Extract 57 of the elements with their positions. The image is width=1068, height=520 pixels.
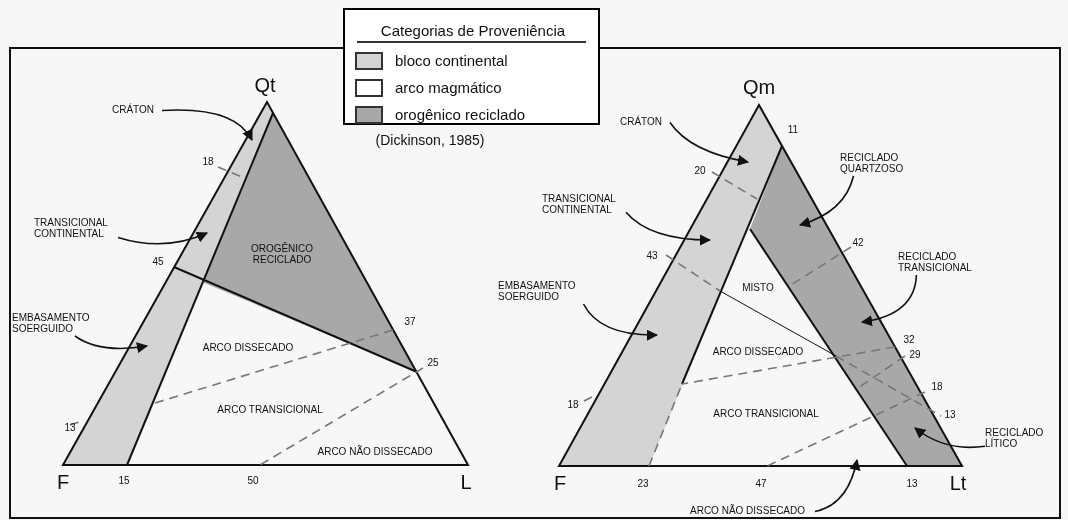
tick-value: 18 [567,400,579,410]
callout-label: CRÁTON [620,116,670,129]
tick-value: 42 [852,238,864,248]
tick-value: 50 [247,476,259,486]
vertex-label: F [553,473,567,493]
callout-label: ARCO NÃO DISSECADO [690,505,815,518]
tick-value: 45 [152,257,164,267]
callout-label: RECICLADO TRANSICIONAL [898,251,990,275]
tick-value: 15 [118,476,130,486]
region-label: ARCO DISSECADO [712,347,804,357]
callout-label: EMBASAMENTO SOERGUIDO [498,280,588,304]
callout-label: RECICLADO QUARTZOSO [840,152,930,176]
leader-arrow [161,109,253,141]
callout-label: TRANSICIONAL CONTINENTAL [34,217,118,241]
legend-label: arco magmático [395,79,502,96]
tick-value: 43 [646,251,658,261]
region-label: ARCO NÃO DISSECADO [317,447,433,457]
leader-arrow [117,231,209,245]
leader-arrow [914,427,986,449]
vertex-label: Qm [742,77,776,97]
callout-label: RECICLADO LÍTICO [985,427,1060,451]
region-label: ARCO TRANSICIONAL [217,405,323,415]
tick-value: 11 [787,125,799,135]
leader-arrow [798,175,855,228]
tick-value: 13 [906,479,918,489]
legend-label: orogênico reciclado [395,106,526,123]
tick-value: 18 [202,157,214,167]
tick-value: 23 [637,479,649,489]
tick-value: 32 [903,335,915,345]
tick-value: 18 [931,382,943,392]
vertex-label: L [460,472,472,492]
leader-arrow [74,335,149,354]
vertex-label: F [56,472,70,492]
region-label: ARCO TRANSICIONAL [713,409,819,419]
callout-label: EMBASAMENTO SOERGUIDO [12,312,102,336]
vertex-label: Lt [949,473,967,493]
leader-arrow [625,211,712,246]
tick-value: 37 [404,317,416,327]
tick-value: 20 [694,166,706,176]
callout-label: CRÁTON [112,104,162,117]
source-citation: (Dickinson, 1985) [375,133,485,147]
legend-label: bloco continental [395,52,508,69]
leader-arrow [860,274,918,326]
leader-arrow [669,121,750,166]
region-label: MISTO [742,283,774,293]
vertex-label: Qt [254,75,276,95]
tick-value: 47 [755,479,767,489]
tick-value: 13 [944,410,956,420]
tick-value: 13 [64,423,76,433]
legend-title: Categorias de Proveniência [380,22,566,38]
region-label: ARCO DISSECADO [202,343,294,353]
callout-label: TRANSICIONAL CONTINENTAL [542,193,626,217]
leader-arrow [814,458,861,513]
tick-value: 29 [909,350,921,360]
leader-arrow [582,303,659,341]
tick-value: 25 [427,358,439,368]
region-label: OROGÊNICO RECICLADO [249,243,315,265]
